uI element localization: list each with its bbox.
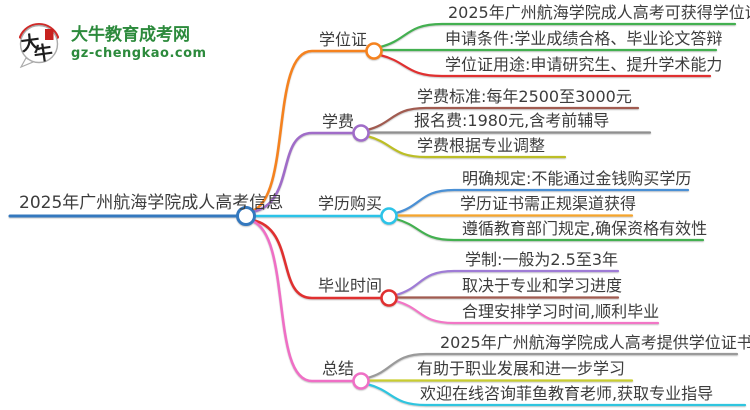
branch-node-graduation-time[interactable]: 毕业时间: [317, 276, 382, 295]
branch-connector-graduation-time: [250, 218, 383, 300]
leaf-node[interactable]: 欢迎在线咨询菲鱼教育老师,获取专业指导: [420, 384, 714, 403]
branch-node-circle[interactable]: [365, 42, 383, 60]
leaf-node[interactable]: 合理安排学习时间,顺利毕业: [462, 302, 660, 321]
leaf-node[interactable]: 有助于职业发展和进一步学习: [417, 359, 626, 378]
logo-domain: gz-chengkao.com: [71, 45, 207, 61]
logo-title: 大牛教育成考网: [71, 24, 190, 45]
branch-node-circle[interactable]: [380, 289, 398, 307]
leaf-node[interactable]: 学制:一般为2.5至3年: [465, 250, 619, 269]
leaf-node[interactable]: 学费根据专业调整: [417, 136, 546, 155]
leaf-node[interactable]: 申请条件:学业成绩合格、毕业论文答辩: [445, 29, 723, 48]
leaf-node[interactable]: 取决于专业和学习进度: [462, 276, 623, 295]
leaf-connector: [365, 382, 747, 407]
branch-connector-degree-certificate: [250, 49, 368, 213]
leaf-node[interactable]: 2025年广州航海学院成人高考可获得学位证: [448, 3, 750, 22]
leaf-node[interactable]: 学位证用途:申请研究生、提升学术能力: [445, 55, 723, 74]
branch-node-summary[interactable]: 总结: [321, 359, 354, 378]
leaf-node[interactable]: 学费标准:每年2500至3000元: [417, 87, 632, 106]
leaf-connector: [365, 352, 739, 380]
leaf-node[interactable]: 遵循教育部门规定,确保资格有效性: [462, 219, 708, 238]
leaf-connector: [394, 217, 705, 242]
branch-node-tuition-fee[interactable]: 学费: [321, 112, 354, 131]
leaf-connector: [394, 269, 620, 297]
leaf-connector: [365, 106, 640, 132]
leaf-connector: [378, 53, 712, 78]
daniu-logo-icon: 大 牛: [19, 23, 59, 68]
root-node-circle[interactable]: [236, 206, 256, 226]
leaf-connector: [378, 22, 737, 49]
leaf-connector: [394, 188, 690, 215]
leaf-node[interactable]: 明确规定:不能通过金钱购买学历: [462, 169, 692, 188]
leaf-connector: [394, 299, 660, 325]
branch-connector-summary: [250, 219, 355, 383]
site-logo[interactable]: 大 牛 大牛教育成考网 gz-chengkao.com: [14, 18, 207, 68]
leaf-node[interactable]: 学历证书需正规渠道获得: [460, 194, 637, 213]
root-node[interactable]: 2025年广州航海学院成人高考信息: [19, 193, 284, 213]
branch-connector-tuition-fee: [250, 131, 355, 214]
leaf-connector: [365, 134, 567, 159]
branch-node-circle[interactable]: [352, 372, 370, 390]
branch-node-circle[interactable]: [352, 124, 370, 142]
svg-text:牛: 牛: [32, 41, 54, 66]
leaf-node[interactable]: 报名费:1980元,含考前辅导: [414, 111, 610, 130]
branch-node-degree-certificate[interactable]: 学位证: [318, 30, 367, 49]
leaf-node[interactable]: 2025年广州航海学院成人高考提供学位证书: [440, 333, 750, 352]
svg-text:大: 大: [19, 30, 41, 55]
branch-node-circle[interactable]: [380, 207, 398, 225]
branch-node-diploma-purchase[interactable]: 学历购买: [317, 194, 382, 213]
